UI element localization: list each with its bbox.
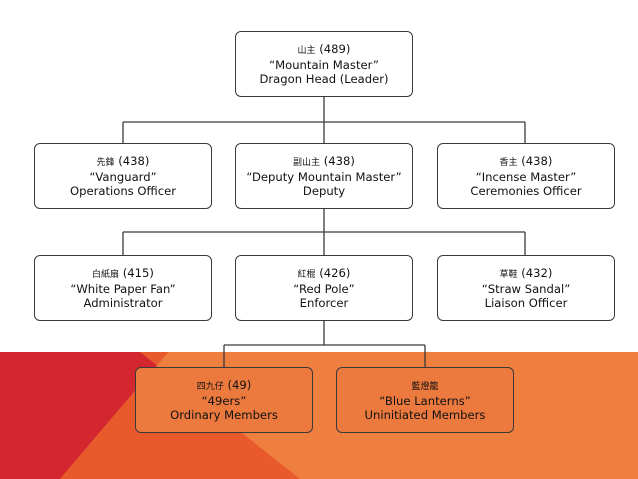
- connector-level2: [122, 209, 526, 255]
- english-title: “Incense Master”: [475, 170, 577, 184]
- node-vanguard: 先鋒 (438) “Vanguard” Operations Officer: [34, 143, 212, 209]
- english-title: “Blue Lanterns”: [379, 394, 471, 408]
- connector-level3: [223, 321, 426, 367]
- node-header: 香主 (438): [500, 154, 553, 170]
- english-title: “White Paper Fan”: [70, 282, 176, 296]
- chinese-title: 山主: [297, 46, 316, 56]
- rank-number: (426): [319, 266, 351, 280]
- english-title: “49ers”: [201, 394, 247, 408]
- chinese-title: 副山主: [293, 158, 321, 168]
- rank-number: (415): [122, 266, 154, 280]
- band-red-shape: [0, 352, 168, 479]
- node-49ers: 四九仔 (49) “49ers” Ordinary Members: [135, 367, 313, 433]
- node-header: 四九仔 (49): [197, 378, 252, 394]
- chinese-title: 藍燈籠: [411, 382, 439, 392]
- node-incense-master: 香主 (438) “Incense Master” Ceremonies Off…: [437, 143, 615, 209]
- english-title: “Mountain Master”: [269, 58, 379, 72]
- node-mountain-master: 山主 (489) “Mountain Master” Dragon Head (…: [235, 31, 413, 97]
- role-description: Ordinary Members: [170, 408, 278, 422]
- role-description: Administrator: [83, 296, 163, 310]
- role-description: Ceremonies Officer: [470, 184, 582, 198]
- english-title: “Deputy Mountain Master”: [246, 170, 402, 184]
- node-header: 紅棍 (426): [298, 266, 351, 282]
- rank-number: (432): [521, 266, 553, 280]
- chinese-title: 香主: [499, 158, 518, 168]
- role-description: Dragon Head (Leader): [259, 72, 389, 86]
- node-header: 副山主 (438): [293, 154, 355, 170]
- english-title: “Red Pole”: [293, 282, 355, 296]
- node-header: 藍燈籠: [411, 378, 438, 394]
- rank-number: (438): [118, 154, 150, 168]
- node-header: 山主 (489): [298, 42, 351, 58]
- node-blue-lanterns: 藍燈籠 “Blue Lanterns” Uninitiated Members: [336, 367, 514, 433]
- role-description: Operations Officer: [69, 184, 177, 198]
- connector-level1: [122, 97, 526, 143]
- node-header: 先鋒 (438): [97, 154, 150, 170]
- role-description: Uninitiated Members: [364, 408, 486, 422]
- chinese-title: 四九仔: [196, 382, 224, 392]
- node-red-pole: 紅棍 (426) “Red Pole” Enforcer: [235, 255, 413, 321]
- rank-number: (438): [521, 154, 553, 168]
- english-title: “Straw Sandal”: [481, 282, 571, 296]
- rank-number: (49): [227, 378, 252, 392]
- english-title: “Vanguard”: [89, 170, 157, 184]
- node-header: 白紙扇 (415): [92, 266, 154, 282]
- rank-number: (489): [319, 42, 351, 56]
- role-description: Deputy: [302, 184, 346, 198]
- chinese-title: 紅棍: [297, 270, 316, 280]
- role-description: Liaison Officer: [484, 296, 568, 310]
- node-header: 草鞋 (432): [500, 266, 553, 282]
- node-white-paper-fan: 白紙扇 (415) “White Paper Fan” Administrato…: [34, 255, 212, 321]
- chinese-title: 先鋒: [96, 158, 115, 168]
- chinese-title: 草鞋: [499, 270, 518, 280]
- chinese-title: 白紙扇: [92, 270, 120, 280]
- role-description: Enforcer: [299, 296, 349, 310]
- node-deputy-mountain-master: 副山主 (438) “Deputy Mountain Master” Deput…: [235, 143, 413, 209]
- rank-number: (438): [323, 154, 355, 168]
- node-straw-sandal: 草鞋 (432) “Straw Sandal” Liaison Officer: [437, 255, 615, 321]
